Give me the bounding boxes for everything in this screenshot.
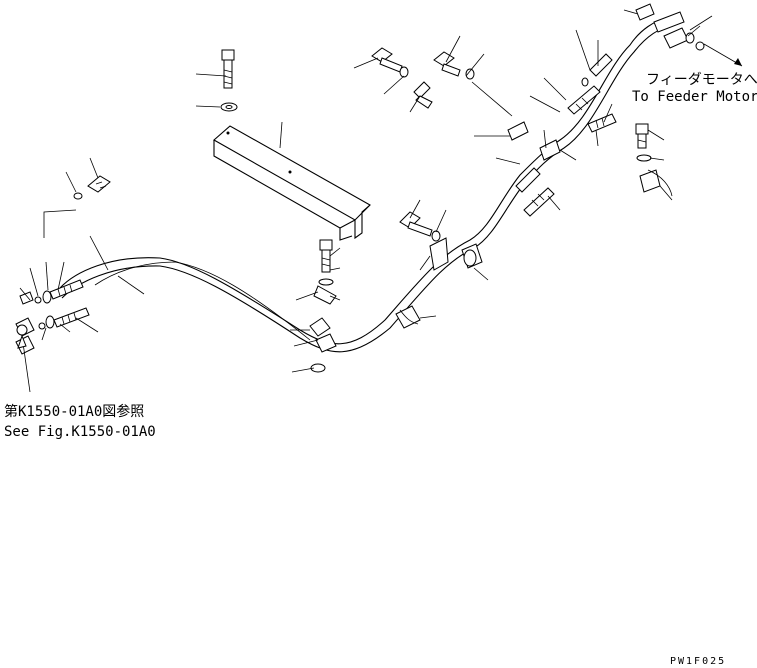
feeder-motor-label-en: To Feeder Motor (632, 89, 757, 105)
hose-upper (59, 17, 669, 345)
fittings-left (15, 279, 90, 355)
hose-assembly (59, 17, 673, 353)
clamp-mid-lower (309, 285, 337, 373)
figure-ref-label-en: See Fig.K1550-01A0 (4, 424, 156, 440)
bolt-right (635, 123, 673, 197)
fitting-elbow (413, 81, 433, 109)
clamp-center (395, 305, 421, 329)
clamp-right (461, 243, 483, 269)
drawing-code: PW1F025 (670, 656, 726, 667)
bolt-top-center-2 (433, 51, 475, 80)
bolt-mid (318, 239, 334, 286)
bolt-left (87, 175, 111, 193)
figure-ref-label-jp: 第K1550-01A0図参照 (4, 403, 144, 420)
hose-inner (94, 261, 311, 341)
hose-lower (61, 25, 673, 353)
bracket-small (429, 237, 449, 271)
fittings-upper-right (507, 53, 617, 217)
leader-lines (17, 9, 743, 393)
fitting-feeder-end (635, 3, 705, 51)
annotations: フィーダモータへ To Feeder Motor 第K1550-01A0図参照 … (4, 72, 757, 667)
bolt-top-center (371, 47, 409, 78)
bolt-mid-right (399, 211, 441, 242)
bolt-bracket (221, 49, 235, 89)
hose-bracket (213, 125, 371, 241)
washer-bracket (220, 102, 238, 112)
washer-left (73, 192, 83, 200)
feeder-motor-label-jp: フィーダモータへ (646, 72, 757, 88)
